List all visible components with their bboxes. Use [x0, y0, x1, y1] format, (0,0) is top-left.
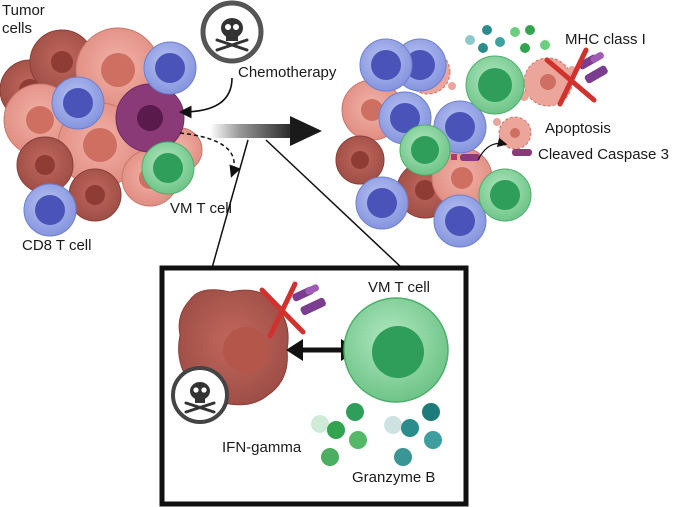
cd8-t-cell: [433, 194, 487, 248]
chemotherapy-label: Chemotherapy: [238, 64, 337, 81]
vm-activation-dashed-arrow: [179, 132, 241, 178]
cd8-t-cell: [143, 41, 197, 95]
ifn-gamma-label: IFN-gamma: [222, 439, 302, 456]
blocked-x-icon: [544, 47, 597, 107]
granzyme-b-molecules: [384, 403, 442, 466]
cd8-t-cell: [355, 176, 409, 230]
vm-t-cell-label: VM T cell: [170, 200, 232, 217]
mhc-class-i-label: MHC class I: [565, 31, 646, 48]
cytokine-dots-top: [465, 25, 550, 53]
tumor-cells-label-line1: Tumor: [2, 2, 45, 19]
zoom-line-left: [211, 139, 249, 269]
apoptosis-label: Apoptosis: [545, 120, 611, 137]
mhc-class-i-receptor-icon: [578, 51, 608, 84]
cleaved-caspase-3-label: Cleaved Caspase 3: [538, 146, 669, 163]
cd8-t-cell: [359, 38, 413, 92]
tumor-cell: [16, 136, 74, 194]
vm-t-cell: [478, 168, 532, 222]
stressed-tumor-cell: [115, 83, 185, 153]
caspase-arrow: [477, 137, 508, 161]
inset-skull-crossbones-icon: [171, 366, 229, 424]
tumor-cluster-right: [335, 38, 576, 248]
apoptotic-tumor-cell: [519, 57, 576, 107]
cd8-t-cell: [51, 76, 105, 130]
inset-mhc-class-i-receptor-icon: [292, 284, 326, 316]
inset-vm-t-cell: [343, 297, 449, 403]
vm-t-cell: [465, 55, 525, 115]
zoom-line-right: [265, 139, 403, 269]
apoptotic-tumor-cell: [493, 116, 532, 150]
inset-blocked-x-icon: [259, 281, 306, 339]
cleaved-caspase-3-icon: [451, 149, 532, 161]
vm-t-cell: [399, 124, 451, 176]
granzyme-b-label: Granzyme B: [352, 469, 435, 486]
skull-crossbones-icon: [200, 0, 264, 64]
ifn-gamma-molecules: [311, 403, 367, 466]
tumor-cell: [68, 168, 122, 222]
cd8-t-cell-label: CD8 T cell: [22, 237, 91, 254]
tumor-cluster-left: [0, 27, 203, 237]
chemotherapy-arrow: [178, 77, 233, 119]
cd8-t-cell: [23, 183, 77, 237]
tumor-cell: [335, 135, 385, 185]
process-arrow: [210, 116, 322, 146]
tumor-cells-label-line2: cells: [2, 20, 32, 37]
inset-vm-t-cell-label: VM T cell: [368, 279, 430, 296]
vm-t-cell: [141, 141, 195, 195]
